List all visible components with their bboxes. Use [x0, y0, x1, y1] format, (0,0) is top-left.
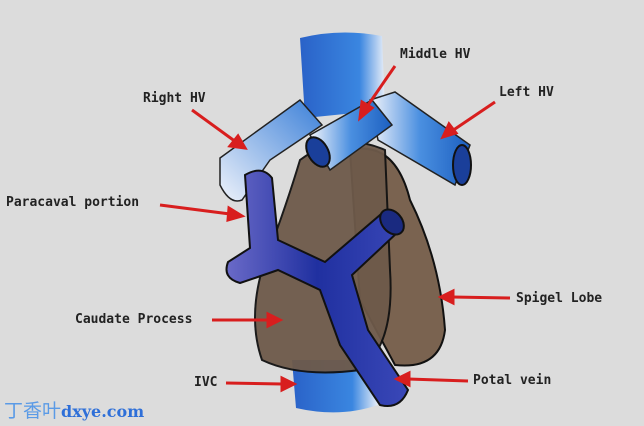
label-middle-hv: Middle HV [400, 47, 471, 62]
ivc-upper [300, 32, 385, 118]
watermark-cn: 丁香叶 [4, 400, 62, 422]
left-hepatic-vein [369, 91, 472, 187]
watermark: 丁香叶dxye.com [4, 396, 144, 423]
label-potal-vein: Potal vein [473, 373, 552, 388]
label-spigel-lobe: Spigel Lobe [516, 291, 603, 306]
pointer-arrows [159, 65, 511, 393]
label-paracaval-portion: Paracaval portion [6, 195, 140, 210]
portal-vein [225, 169, 410, 407]
label-caudate-process: Caudate Process [75, 312, 193, 327]
middle-hepatic-vein [305, 99, 394, 172]
watermark-en: dxye.com [61, 402, 145, 421]
label-right-hv: Right HV [143, 91, 206, 106]
label-ivc: IVC [194, 375, 218, 390]
label-left-hv: Left HV [499, 85, 554, 100]
